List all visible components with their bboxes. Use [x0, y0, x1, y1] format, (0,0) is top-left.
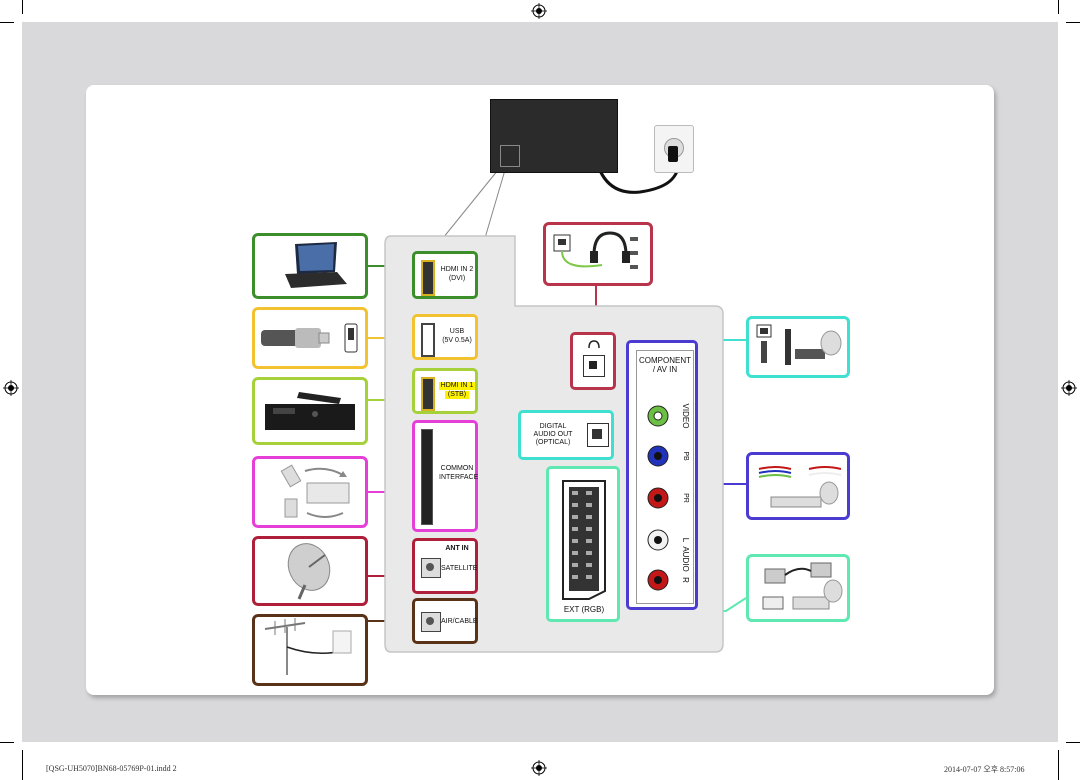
set-top-box-icon — [265, 392, 355, 430]
pr-label: PR — [682, 493, 689, 503]
laptop-icon — [285, 242, 347, 288]
air-cable-port-box[interactable]: AIR/CABLE — [412, 598, 478, 644]
satellite-dish-icon — [287, 543, 331, 600]
registration-mark-icon — [531, 760, 547, 776]
ci-card-device — [252, 456, 368, 528]
usb-sublabel: (5V 0.5A) — [442, 337, 472, 344]
jack-hole — [589, 361, 597, 369]
registration-mark-icon — [3, 380, 19, 396]
pb-label: PB — [682, 451, 689, 461]
headphone-port-box[interactable] — [570, 332, 616, 390]
hdmi2-port-box[interactable]: HDMI IN 2 (DVI) — [412, 251, 478, 299]
hdmi1-port-box[interactable]: HDMI IN 1 (STB) — [412, 368, 478, 414]
audio-l-jack-icon — [647, 529, 669, 551]
headphone-device — [543, 222, 653, 286]
satellite-label: SATELLITE — [441, 565, 478, 572]
scart-device — [746, 554, 850, 622]
video-label: VIDEO — [681, 403, 690, 429]
usb-port-box[interactable]: USB (5V 0.5A) — [412, 314, 478, 360]
hdmi1-label: HDMI IN 1 — [439, 382, 475, 390]
hdmi2-sublabel: (DVI) — [448, 275, 466, 282]
ci-port-box[interactable]: COMMON INTERFACE — [412, 420, 478, 532]
pb-jack-icon — [647, 445, 669, 467]
registration-mark-icon — [531, 3, 547, 19]
ant-in-label: ANT IN — [445, 545, 469, 552]
crop-mark — [22, 0, 23, 14]
component-inner-panel — [636, 350, 694, 604]
crop-mark — [0, 742, 14, 743]
crop-mark — [1058, 0, 1059, 14]
hdmi-connector-icon — [421, 260, 435, 296]
coax-pin-icon — [426, 563, 434, 571]
ci-sublabel: INTERFACE — [439, 474, 479, 481]
satellite-port-box[interactable]: ANT IN SATELLITE — [412, 538, 478, 594]
crop-mark — [1066, 22, 1080, 23]
crop-mark — [0, 22, 14, 23]
video-y-jack-icon — [647, 405, 669, 427]
digital-label-1: DIGITAL — [539, 423, 567, 430]
crop-mark — [1066, 742, 1080, 743]
component-label: COMPONENT — [639, 356, 691, 365]
footer-timestamp: 2014-07-07 오후 8:57:06 — [944, 765, 1025, 774]
coax-pin-icon — [426, 617, 434, 625]
headphone-symbol-icon — [588, 340, 600, 349]
digital-audio-out-box[interactable]: DIGITAL AUDIO OUT (OPTICAL) — [518, 410, 614, 460]
hdmi2-label: HDMI IN 2 — [440, 266, 474, 273]
usb-connector-icon — [421, 323, 435, 357]
crop-mark — [1058, 750, 1059, 780]
home-theater-icon — [756, 324, 842, 365]
scart-connector-icon — [562, 480, 606, 600]
tv-back — [490, 99, 618, 173]
scart-cable-icon — [762, 562, 843, 610]
antenna-icon — [264, 618, 352, 675]
digital-label-2: AUDIO OUT — [533, 431, 573, 438]
usb-device — [252, 307, 368, 369]
scart-port-box[interactable]: EXT (RGB) — [546, 466, 620, 622]
air-cable-label: AIR/CABLE — [441, 618, 478, 625]
dvd-player-device — [746, 452, 850, 520]
tv-port-area — [500, 145, 520, 167]
ci-label: COMMON — [440, 465, 474, 472]
audio-r-label: R — [681, 577, 690, 583]
usb-stick-icon — [261, 323, 358, 353]
crop-mark — [22, 750, 23, 780]
registration-mark-icon — [1061, 380, 1077, 396]
ci-card-icon — [280, 464, 350, 518]
power-plug-icon — [668, 146, 678, 162]
usb-label: USB — [449, 328, 465, 335]
set-top-box-device — [252, 377, 368, 445]
ci-slot-icon — [421, 429, 433, 525]
av-in-label: / AV IN — [652, 365, 678, 374]
ext-rgb-label: EXT (RGB) — [563, 605, 605, 614]
home-theater-device — [746, 316, 850, 378]
footer-filename: [QSG-UH5070]BN68-05769P-01.indd 2 — [46, 764, 177, 773]
hdmi-connector-icon — [421, 377, 435, 411]
antenna-device — [252, 614, 368, 686]
pr-jack-icon — [647, 487, 669, 509]
audio-r-jack-icon — [647, 569, 669, 591]
optical-hole — [592, 429, 602, 439]
hdmi1-sublabel: (STB) — [445, 391, 469, 399]
headphone-icon — [553, 231, 638, 269]
satellite-dish-device — [252, 536, 368, 606]
laptop-device — [252, 233, 368, 299]
digital-label-3: (OPTICAL) — [535, 439, 571, 446]
dvd-player-icon — [758, 466, 842, 508]
